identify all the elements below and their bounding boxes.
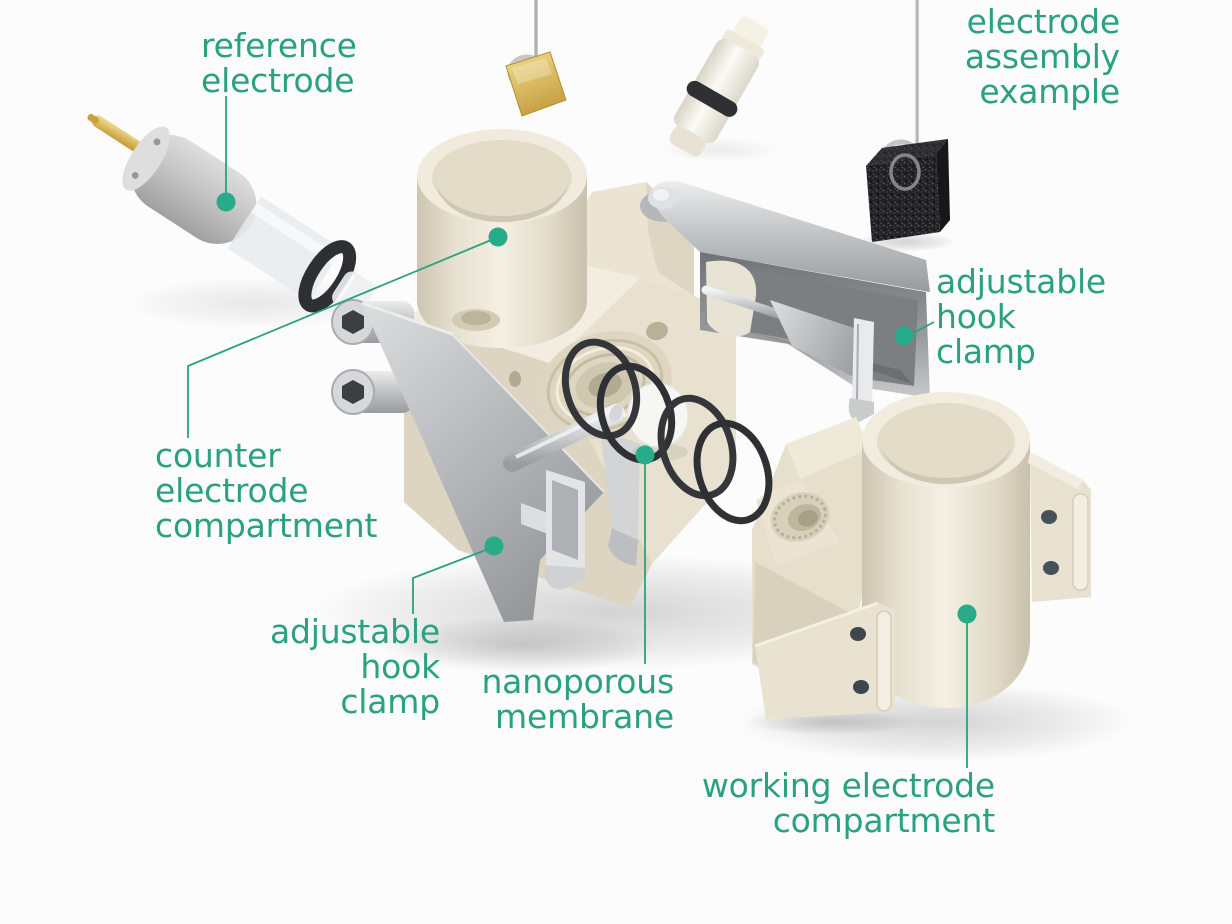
adjustable-hook-clamp-right-part (640, 181, 930, 422)
plug-cap (732, 16, 769, 48)
electrode-assembly-example-part (866, 0, 950, 242)
leader-dot (957, 604, 977, 624)
bolt-hole (1041, 510, 1057, 524)
label-electrode-assembly-example: electrode assembly example (964, 2, 1120, 111)
label-counter-electrode-compartment: counter electrode compartment (155, 436, 378, 545)
gold-foil-electrode (505, 0, 567, 117)
clamp-wedge (770, 300, 872, 386)
label-nanoporous-membrane: nanoporous membrane (481, 662, 674, 736)
label-adjustable-hook-clamp-right: adjustable hook clamp (936, 262, 1107, 371)
dowel-pin (503, 404, 625, 472)
hook-rail (852, 318, 874, 410)
ptfe-plug-part (669, 14, 770, 157)
electrode-body (130, 134, 257, 244)
bolt-hole (850, 627, 866, 641)
leader-dot (894, 326, 914, 346)
front-pin-hole (509, 371, 521, 387)
carbon-cube (866, 154, 940, 242)
leader-counter-compartment (187, 237, 497, 438)
gold-pin (92, 115, 146, 155)
label-adjustable-hook-clamp-left: adjustable hook clamp (269, 612, 440, 721)
leader-lines (187, 96, 977, 768)
working-electrode-compartment-part (745, 392, 1091, 735)
hex-socket (342, 380, 364, 404)
leader-dot (488, 227, 508, 247)
label-reference-electrode: reference electrode (201, 26, 357, 100)
clamp-screw-rod (701, 285, 795, 323)
clamp-arm (650, 181, 930, 292)
counter-cup-wall (417, 178, 587, 348)
o-ring (561, 338, 641, 440)
plate-slot (876, 610, 892, 712)
side-hole (646, 321, 668, 341)
leader-dot (484, 536, 504, 556)
plate-hook-lip (521, 503, 548, 534)
plate-slot (1072, 493, 1089, 591)
bolt-hole (853, 680, 869, 694)
plug-body (674, 39, 759, 144)
bolt-hole (1043, 561, 1059, 575)
clamp-plate (362, 303, 604, 622)
label-working-electrode-compartment: working electrode compartment (701, 766, 995, 840)
leader-left-clamp (412, 547, 492, 614)
leader-dot (635, 445, 655, 465)
o-ring (657, 394, 737, 500)
leader-dot (216, 192, 236, 212)
working-cup-wall (862, 440, 1030, 708)
hex-socket (342, 310, 364, 334)
adjustable-hook-clamp-left-part (331, 299, 640, 622)
o-ring (693, 419, 773, 525)
plug-o-ring (686, 80, 738, 117)
threaded-port (770, 492, 830, 542)
gold-foil (505, 51, 567, 117)
